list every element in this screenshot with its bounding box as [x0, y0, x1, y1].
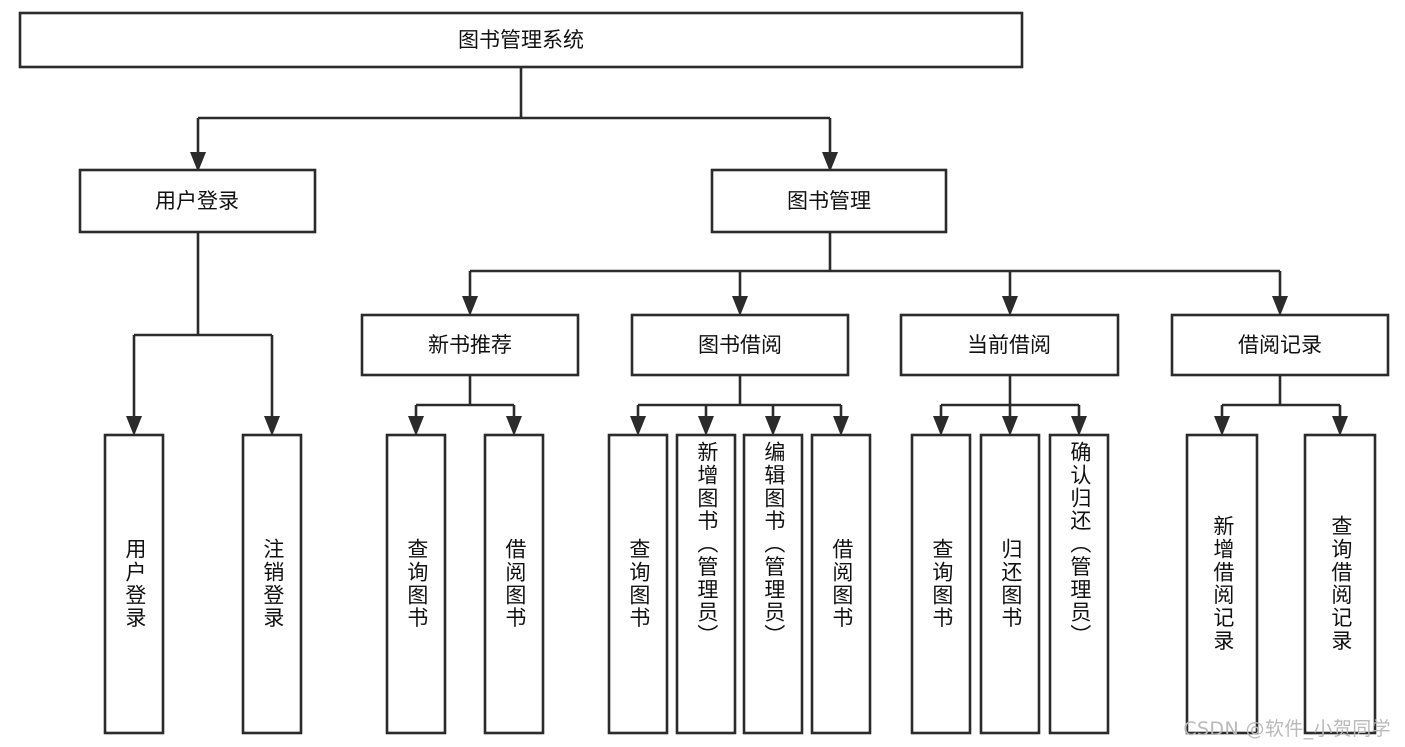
arrow-current-borrow-leaf-1	[933, 416, 949, 436]
node-new-book[interactable]: 新书推荐	[360, 313, 580, 377]
connectors-current-borrow-to-leaves	[933, 375, 1087, 436]
connectors-borrow-record-to-leaves	[1214, 375, 1348, 436]
node-book-borrow-box[interactable]	[630, 313, 850, 377]
node-book-manage[interactable]: 图书管理	[710, 168, 948, 234]
arrow-to-book-manage	[822, 152, 838, 172]
leaf-boxes-user-login	[103, 433, 303, 735]
node-new-book-label: 新书推荐	[428, 333, 512, 357]
leaf-box-book-borrow-3[interactable]	[742, 433, 804, 735]
leaf-box-user-login-2[interactable]	[241, 433, 303, 735]
node-user-login-label: 用户登录	[155, 189, 239, 213]
node-book-borrow-label: 图书借阅	[698, 333, 782, 357]
node-root-label: 图书管理系统	[458, 28, 584, 52]
arrow-book-borrow-leaf-1	[630, 416, 646, 436]
node-user-login-box[interactable]	[78, 168, 317, 234]
arrow-book-borrow-leaf-3	[765, 416, 781, 436]
node-root[interactable]: 图书管理系统	[18, 11, 1024, 69]
node-book-borrow[interactable]: 图书借阅	[630, 313, 850, 377]
leaf-box-new-book-2[interactable]	[483, 433, 545, 735]
leaf-box-new-book-1[interactable]	[385, 433, 447, 735]
node-book-manage-box[interactable]	[710, 168, 948, 234]
arrow-new-book-leaf-1	[408, 416, 424, 436]
leaf-box-current-borrow-1[interactable]	[910, 433, 972, 735]
arrow-to-book-borrow	[732, 296, 748, 316]
leaf-boxes-book-borrow	[607, 433, 872, 735]
arrow-to-new-book	[462, 296, 478, 316]
leaf-box-borrow-record-2[interactable]	[1303, 433, 1377, 735]
arrow-new-book-leaf-2	[506, 416, 522, 436]
node-current-borrow[interactable]: 当前借阅	[899, 313, 1120, 377]
leaf-box-user-login-1[interactable]	[103, 433, 165, 735]
leaf-box-current-borrow-3[interactable]	[1048, 433, 1110, 735]
arrow-borrow-record-leaf-1	[1214, 416, 1230, 436]
csdn-watermark: CSDN @软件_小贺同学	[1183, 718, 1391, 740]
node-root-box[interactable]	[18, 11, 1024, 69]
arrow-borrow-record-leaf-2	[1332, 416, 1348, 436]
arrow-to-current-borrow	[1002, 296, 1018, 316]
connectors-book-borrow-to-leaves	[630, 375, 849, 436]
leaf-box-borrow-record-1[interactable]	[1185, 433, 1259, 735]
arrow-book-borrow-leaf-4	[833, 416, 849, 436]
connectors-root-to-level2	[190, 67, 838, 172]
leaf-boxes-current-borrow	[910, 433, 1110, 735]
node-borrow-record[interactable]: 借阅记录	[1170, 313, 1390, 377]
arrow-to-user-login	[190, 152, 206, 172]
arrow-user-login-leaf-2	[264, 416, 280, 436]
node-user-login[interactable]: 用户登录	[78, 168, 317, 234]
leaf-box-current-borrow-2[interactable]	[979, 433, 1041, 735]
arrow-to-borrow-record	[1272, 296, 1288, 316]
leaf-boxes-new-book	[385, 433, 545, 735]
arrow-current-borrow-leaf-2	[1002, 416, 1018, 436]
node-current-borrow-label: 当前借阅	[967, 333, 1051, 357]
node-new-book-box[interactable]	[360, 313, 580, 377]
leaf-boxes-borrow-record	[1185, 433, 1377, 735]
arrow-user-login-leaf-1	[126, 416, 142, 436]
node-book-manage-label: 图书管理	[787, 189, 871, 213]
connectors-book-manage-to-level3	[462, 232, 1288, 316]
connectors-new-book-to-leaves	[408, 375, 522, 436]
node-borrow-record-label: 借阅记录	[1238, 333, 1322, 357]
node-current-borrow-box[interactable]	[899, 313, 1120, 377]
leaf-box-book-borrow-2[interactable]	[675, 433, 737, 735]
leaf-box-book-borrow-4[interactable]	[810, 433, 872, 735]
leaf-box-book-borrow-1[interactable]	[607, 433, 669, 735]
arrow-current-borrow-leaf-3	[1071, 416, 1087, 436]
connectors-user-login-to-leaves	[126, 232, 280, 436]
node-borrow-record-box[interactable]	[1170, 313, 1390, 377]
arrow-book-borrow-leaf-2	[698, 416, 714, 436]
